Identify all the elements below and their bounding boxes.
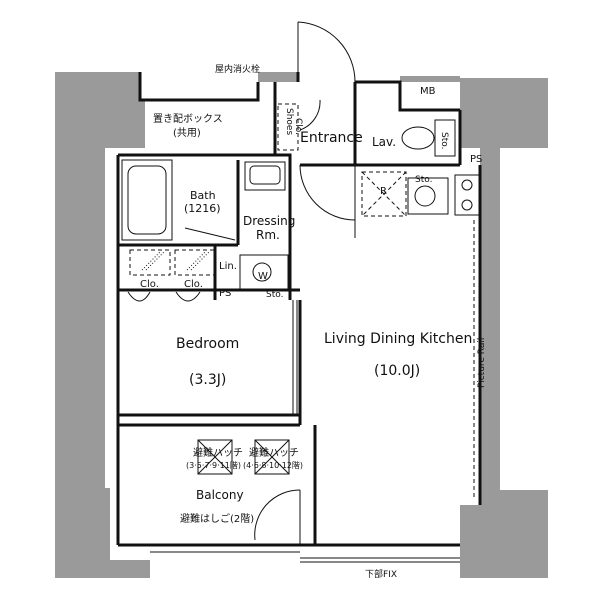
labels: 屋内消火栓 置き配ボックス (共用) MB PS PS Shoes Clo. E… bbox=[140, 63, 487, 580]
left-upper-wall bbox=[55, 72, 145, 488]
lav-label: Lav. bbox=[372, 135, 396, 149]
closet-hatching bbox=[129, 249, 216, 276]
closet-2-label: Clo. bbox=[184, 279, 203, 290]
right-upper-wall bbox=[460, 78, 548, 578]
sto-wc-label: Sto. bbox=[439, 132, 449, 149]
dressing-label: Dressing bbox=[243, 214, 295, 228]
shoes-closet-outline bbox=[277, 103, 299, 151]
delivery-box-sub-label: (共用) bbox=[173, 127, 201, 139]
doors bbox=[127, 21, 356, 545]
bedroom-size-label: (3.3J) bbox=[189, 372, 226, 388]
left-lower-wall bbox=[55, 488, 150, 578]
ps-top-label: PS bbox=[470, 154, 482, 165]
evacuation-hatches bbox=[197, 439, 290, 475]
dressing-rm-label: Rm. bbox=[256, 228, 280, 242]
lower-window bbox=[150, 551, 460, 563]
ps-mid-label: PS bbox=[219, 288, 231, 299]
wash-basin bbox=[244, 161, 286, 191]
shoes-clo-label: Clo. bbox=[293, 118, 303, 135]
hatch-1-label: 避難ハッチ bbox=[193, 446, 243, 459]
toilet bbox=[401, 119, 456, 157]
hatch-2-floors-label: (4·6·8·10·12階) bbox=[243, 460, 303, 470]
kitchen-sink bbox=[407, 177, 449, 215]
hatch-2-label: 避難ハッチ bbox=[249, 446, 299, 459]
sto-small-label: Sto. bbox=[266, 290, 283, 300]
bedroom-label: Bedroom bbox=[176, 336, 239, 352]
sliding-partition bbox=[292, 300, 298, 415]
linen-label: Lin. bbox=[219, 261, 237, 272]
lower-fix-label: 下部FIX bbox=[365, 568, 397, 580]
mb-wall bbox=[400, 76, 460, 82]
wall-outlines bbox=[116, 72, 482, 547]
refrigerator-space bbox=[361, 171, 407, 217]
ldk-label: Living Dining Kitchen bbox=[324, 331, 472, 347]
shoes-label: Shoes bbox=[284, 108, 294, 135]
mb-label: MB bbox=[420, 86, 436, 97]
washer-label: W bbox=[258, 271, 268, 282]
ldk-size-label: (10.0J) bbox=[374, 363, 420, 379]
balcony-label: Balcony bbox=[196, 488, 244, 502]
picture-rail-label: Picture Rail bbox=[477, 338, 487, 388]
closet-1-label: Clo. bbox=[140, 279, 159, 290]
structural-walls bbox=[55, 72, 548, 578]
ladder-label: 避難はしご(2階) bbox=[180, 512, 254, 525]
washing-machine bbox=[239, 254, 289, 291]
bath-label: Bath bbox=[190, 189, 216, 202]
bath-size-label: (1216) bbox=[184, 202, 221, 215]
sto-kitchen-label: Sto. bbox=[415, 175, 432, 185]
hatch-1-floors-label: (3·5·7·9·11階) bbox=[186, 460, 241, 470]
fire-hydrant-label: 屋内消火栓 bbox=[215, 63, 260, 75]
bathtub bbox=[121, 159, 173, 241]
delivery-box-label: 置き配ボックス bbox=[153, 113, 223, 125]
top-center-wall bbox=[258, 72, 298, 82]
stove bbox=[454, 174, 481, 216]
entrance-label: Entrance bbox=[300, 130, 363, 146]
refrigerator-label: R bbox=[380, 186, 387, 197]
